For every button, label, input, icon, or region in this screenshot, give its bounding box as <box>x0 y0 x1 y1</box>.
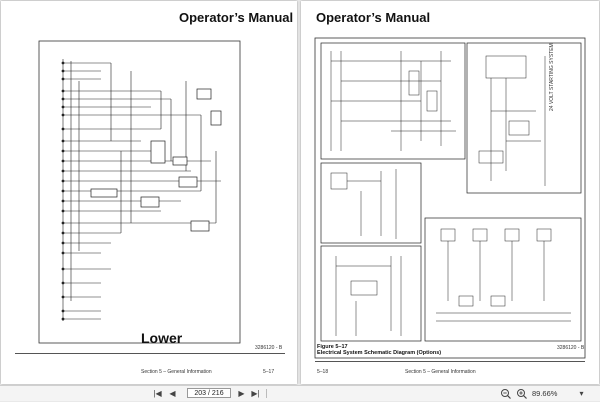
page-header-left: Operator’s Manual <box>179 10 294 25</box>
footer-section-left: Section 5 – General Information <box>141 369 212 375</box>
page-header-right: Operator’s Manual <box>316 10 431 25</box>
zoom-in-icon[interactable] <box>516 388 528 399</box>
zoom-in-icon <box>517 389 527 399</box>
footer-rule-left <box>15 353 285 354</box>
footer-page-right: 5–18 <box>317 369 329 375</box>
zoom-level[interactable]: 89.66% <box>532 389 558 398</box>
next-page-button[interactable]: ▶ <box>238 389 245 398</box>
part-number-left: 3286120 - B <box>255 345 283 351</box>
wiring-schematic-lower <box>38 40 241 344</box>
zoom-out-icon[interactable] <box>500 388 512 399</box>
zoom-menu-button[interactable]: ▾ <box>579 389 584 398</box>
first-page-button[interactable]: |◀ <box>153 389 162 398</box>
prev-page-button[interactable]: ◀ <box>169 389 176 398</box>
footer-rule-right <box>315 361 585 362</box>
pdf-viewer-toolbar: |◀ ◀ 203 / 216 ▶ ▶| 89.66% ▾ <box>0 385 600 401</box>
footer-page-left: 5–17 <box>263 369 275 375</box>
figure-title: Electrical System Schematic Diagram (Opt… <box>317 350 442 356</box>
toolbar-separator <box>266 389 267 398</box>
pdf-page-right: Operator’s Manual <box>301 1 599 384</box>
page-number-input[interactable]: 203 / 216 <box>187 388 231 398</box>
diagram-label-lower: Lower <box>141 330 183 346</box>
pdf-page-left: Operator’s Manual <box>1 1 297 384</box>
rotated-label: 24 VOLT STARTING SYSTEM <box>549 43 555 111</box>
wiring-schematic-options <box>314 37 586 359</box>
figure-number: Figure 5–17 <box>317 344 348 350</box>
figure-caption: Figure 5–17 Electrical System Schematic … <box>317 344 441 356</box>
zoom-out-icon <box>501 389 511 399</box>
footer-section-right: Section 5 – General Information <box>405 369 476 375</box>
part-number-right: 3286120 - B <box>557 345 585 351</box>
last-page-button[interactable]: ▶| <box>251 389 260 398</box>
